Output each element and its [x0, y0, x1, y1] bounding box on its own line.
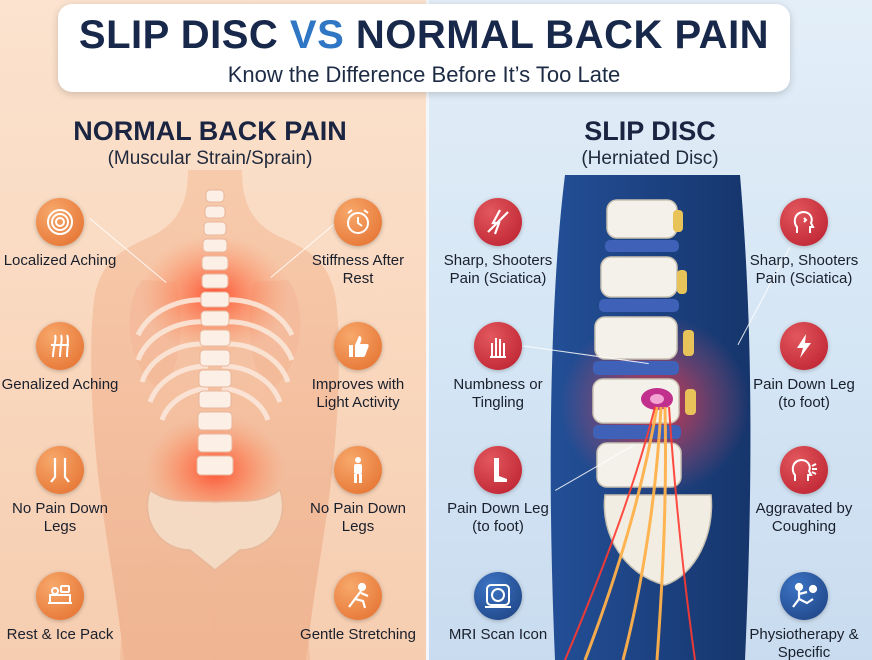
feature-label: Numbness or Tingling [453, 376, 543, 411]
feature-sharp-shooting-pain: Sharp, Shooters Pain (Sciatica) [438, 198, 558, 288]
tingling-hand-icon [474, 322, 522, 370]
mri-scanner-icon [474, 572, 522, 620]
feature-gentle-stretching: Gentle Stretching [298, 572, 418, 644]
right-section-title: SLIP DISC [584, 116, 716, 146]
feature-stiffness-after-rest: Stiffness After Rest [298, 198, 418, 288]
feature-label: MRI Scan Icon [448, 626, 548, 643]
standing-person-icon [334, 446, 382, 494]
coughing-head-icon [780, 446, 828, 494]
feature-label: Stiffness After Rest [311, 252, 405, 287]
title-vs: VS [289, 13, 345, 57]
page-subtitle: Know the Difference Before It’s Too Late [227, 62, 621, 87]
title-card: SLIP DISC VS NORMAL BACK PAIN Know the D… [58, 4, 790, 92]
legs-icon [36, 446, 84, 494]
feature-no-pain-down-legs: No Pain Down Legs [0, 446, 120, 536]
physiotherapy-icon [780, 572, 828, 620]
feature-sharp-shooting-pain-2: Sharp, Shooters Pain (Sciatica) [744, 198, 864, 288]
bed-rest-icon [36, 572, 84, 620]
feature-label: No Pain Down Legs [12, 500, 108, 535]
lumbar-spine-illustration [550, 175, 751, 660]
left-section-subtitle: (Muscular Strain/Sprain) [107, 148, 313, 169]
feature-label: Gentle Stretching [300, 626, 416, 643]
feature-physiotherapy: Physiotherapy & Specific [744, 572, 864, 660]
alarm-clock-icon [334, 198, 382, 246]
feature-label: No Pain Down Legs [310, 500, 406, 535]
feature-numbness-tingling: Numbness or Tingling [438, 322, 558, 412]
stretching-person-icon [334, 572, 382, 620]
head-pain-icon [780, 198, 828, 246]
lightning-bolt-icon [780, 322, 828, 370]
right-section-subtitle: (Herniated Disc) [581, 148, 719, 169]
feature-pain-down-leg: Pain Down Leg (to foot) [438, 446, 558, 536]
feature-rest-ice-pack: Rest & Ice Pack [0, 572, 120, 644]
feature-label: Genalized Aching [1, 376, 119, 393]
feature-label: Rest & Ice Pack [6, 626, 114, 643]
thumbs-up-icon [334, 322, 382, 370]
feature-mri-scan: MRI Scan Icon [438, 572, 558, 644]
feature-label: Localized Aching [3, 252, 117, 269]
back-spine-illustration [91, 170, 339, 660]
feature-label: Pain Down Leg (to foot) [447, 500, 549, 535]
left-section-title: NORMAL BACK PAIN [73, 116, 347, 146]
feature-pain-down-leg-2: Pain Down Leg (to foot) [744, 322, 864, 412]
feature-label: Pain Down Leg (to foot) [753, 376, 855, 411]
feature-label: Sharp, Shooters Pain (Sciatica) [443, 252, 553, 287]
feature-label: Physiotherapy & Specific [749, 626, 859, 660]
lightning-slash-icon [474, 198, 522, 246]
feature-no-pain-down-legs-2: No Pain Down Legs [298, 446, 418, 536]
feature-label: Aggravated by Coughing [755, 500, 853, 535]
feature-generalized-aching: Genalized Aching [0, 322, 120, 394]
feature-label: Sharp, Shooters Pain (Sciatica) [749, 252, 859, 287]
leg-foot-icon [474, 446, 522, 494]
feature-improves-with-activity: Improves with Light Activity [298, 322, 418, 412]
panel-divider [426, 0, 429, 660]
concentric-rings-icon [36, 198, 84, 246]
page-title: SLIP DISC VS NORMAL BACK PAIN [78, 13, 770, 57]
feature-label: Improves with Light Activity [311, 376, 405, 411]
muscle-fibers-icon [36, 322, 84, 370]
feature-localized-aching: Localized Aching [0, 198, 120, 270]
feature-aggravated-by-coughing: Aggravated by Coughing [744, 446, 864, 536]
